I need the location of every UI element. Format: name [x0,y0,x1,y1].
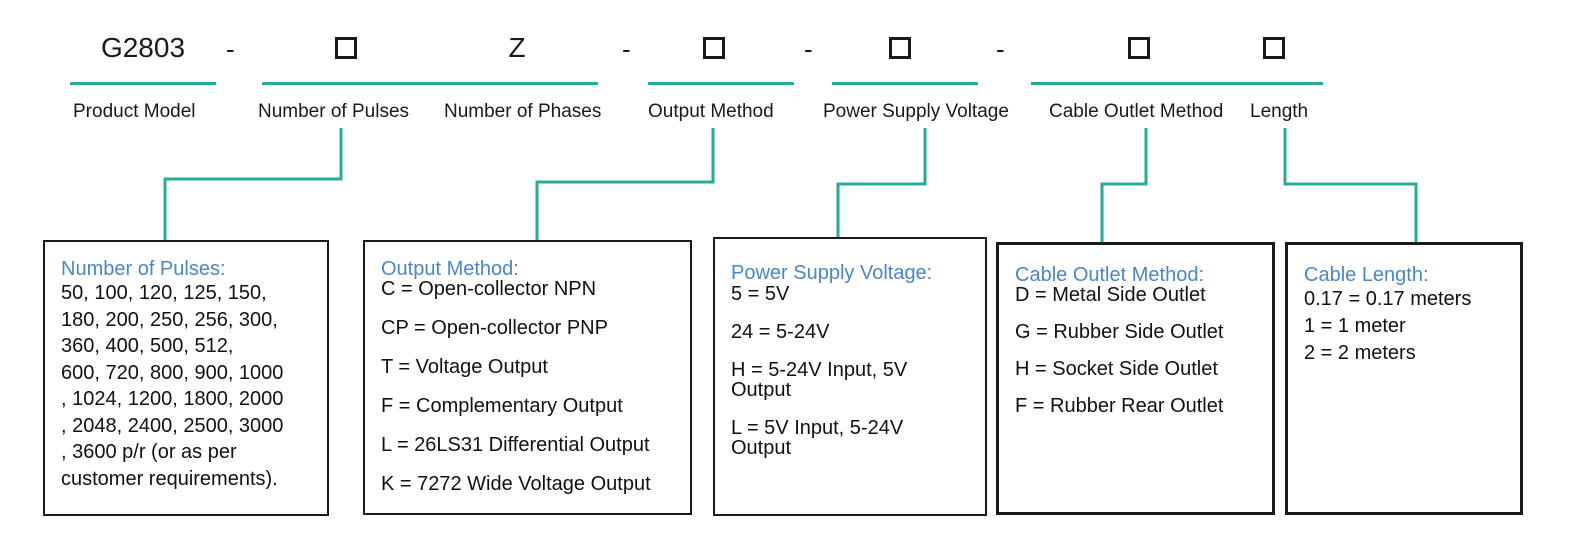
label-product-model: Product Model [73,101,196,122]
connector-length [1283,128,1418,244]
model-underline [70,82,216,85]
pulses-line: 600, 720, 800, 900, 1000 [61,361,284,384]
output-method-box: Output Method: C = Open-collector NPN CP… [363,240,692,515]
cable-length-box: Cable Length: 0.17 = 0.17 meters 1 = 1 m… [1285,242,1523,515]
output-method-option: C = Open-collector NPN [381,278,597,300]
output-placeholder-box [703,37,725,59]
cable-placeholder-box [1128,37,1150,59]
pulses-line: 360, 400, 500, 512, [61,335,234,357]
voltage-option: 5 = 5V [731,283,790,305]
label-number-of-phases: Number of Phases [444,101,602,122]
label-power-supply-voltage: Power Supply Voltage [823,101,1009,122]
voltage-option: L = 5V Input, 5-24V [731,417,904,439]
voltage-option: H = 5-24V Input, 5V [731,359,908,381]
cable-length-underline [1031,82,1323,85]
pulses-line: 50, 100, 120, 125, 150, [61,282,267,304]
pulses-box-title: Number of Pulses: [61,258,226,280]
output-method-box-title: Output Method: [381,258,519,280]
separator-dash-3: - [804,34,813,64]
power-supply-box: Power Supply Voltage: 5 = 5V 24 = 5-24V … [713,237,987,516]
voltage-underline [832,82,978,85]
pulses-line: customer requirements). [61,467,278,490]
voltage-placeholder-box [889,37,911,59]
connector-voltage [836,128,927,238]
connector-output [535,128,715,242]
label-number-of-pulses: Number of Pulses [258,101,410,122]
pulses-box: Number of Pulses: 50, 100, 120, 125, 150… [43,240,329,516]
output-method-option: L = 26LS31 Differential Output [381,434,650,456]
cable-outlet-box-title: Cable Outlet Method: [1015,264,1204,286]
cable-length-box-title: Cable Length: [1304,264,1429,286]
pulses-placeholder-box [335,37,357,59]
pulses-line: 180, 200, 250, 256, 300, [61,308,278,331]
length-placeholder-box [1263,37,1285,59]
label-length: Length [1250,101,1309,122]
cable-outlet-option: D = Metal Side Outlet [1015,284,1206,306]
output-method-option: F = Complementary Output [381,395,623,417]
pulses-line: , 3600 p/r (or as per [61,441,237,463]
cable-length-option: 1 = 1 meter [1304,315,1406,337]
cable-outlet-option: G = Rubber Side Outlet [1015,321,1224,343]
connector-cable [1100,128,1148,244]
output-method-option: K = 7272 Wide Voltage Output [381,473,651,495]
cable-length-option: 2 = 2 meters [1304,342,1416,364]
separator-dash-2: - [622,34,631,64]
output-underline [648,82,794,85]
label-output-method: Output Method [648,101,774,122]
separator-dash-1: - [226,34,235,64]
connector-pulses [163,128,343,242]
output-method-option: T = Voltage Output [381,356,548,378]
cable-outlet-box: Cable Outlet Method: D = Metal Side Outl… [996,242,1275,515]
power-supply-box-title: Power Supply Voltage: [731,262,933,284]
voltage-option: 24 = 5-24V [731,321,830,343]
cable-length-option: 0.17 = 0.17 meters [1304,288,1472,310]
pulses-line: , 2048, 2400, 2500, 3000 [61,414,284,437]
voltage-option: Output [731,379,792,401]
cable-outlet-option: F = Rubber Rear Outlet [1015,395,1224,417]
voltage-option: Output [731,437,792,459]
model-code: G2803 [100,32,186,63]
phase-code: Z [508,32,526,63]
cable-outlet-option: H = Socket Side Outlet [1015,358,1218,380]
label-cable-outlet-method: Cable Outlet Method [1049,101,1224,122]
output-method-option: CP = Open-collector PNP [381,317,608,339]
pulses-phases-underline [262,82,598,85]
separator-dash-4: - [996,34,1005,64]
pulses-line: , 1024, 1200, 1800, 2000 [61,388,284,410]
